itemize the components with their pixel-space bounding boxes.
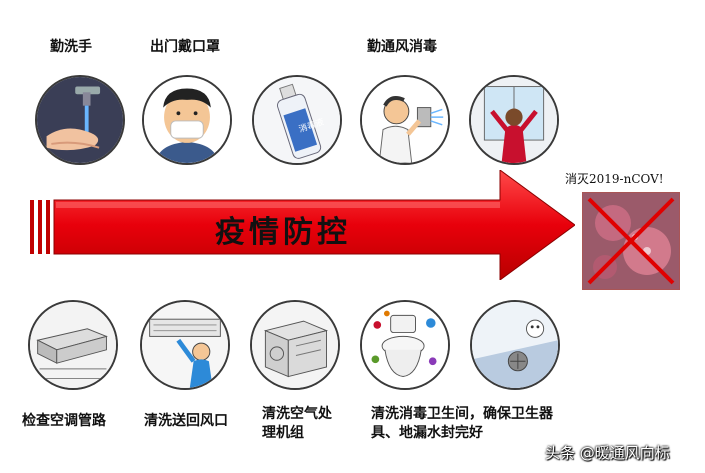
floor-drain-illustration <box>470 300 560 390</box>
label-handwash: 勤洗手 <box>50 39 92 55</box>
label-wear-mask: 出门戴口罩 <box>150 39 220 55</box>
open-window-icon <box>471 77 557 163</box>
watermark: 头条 @暖通风向标 <box>545 444 670 462</box>
ahu-illustration <box>250 300 340 390</box>
vent-cleaning-icon <box>142 302 228 388</box>
air-handling-unit-icon <box>252 302 338 388</box>
doctor-spray-illustration <box>360 75 450 165</box>
label-check-ac-ducts: 检查空调管路 <box>22 413 106 429</box>
handwash-icon <box>37 77 123 163</box>
virus-image <box>582 192 680 290</box>
label-ventilate-disinfect: 勤通风消毒 <box>367 39 437 55</box>
disinfectant-illustration: 消毒液 <box>252 75 342 165</box>
banner-title: 疫情防控 <box>215 215 351 250</box>
ac-duct-icon <box>30 302 116 388</box>
handwash-illustration <box>35 75 125 165</box>
mask-person-icon <box>144 77 230 163</box>
vent-cleaning-illustration <box>140 300 230 390</box>
label-clean-ahu: 清洗空气处理机组 <box>262 406 332 441</box>
disinfectant-bottle-icon: 消毒液 <box>254 77 340 163</box>
mask-illustration <box>142 75 232 165</box>
eliminate-virus-text: 消灭2019-nCOV! <box>565 172 664 186</box>
label-clean-vents: 清洗送回风口 <box>144 413 228 429</box>
toilet-germs-icon <box>362 302 448 388</box>
duct-illustration <box>28 300 118 390</box>
red-arrow <box>30 170 575 280</box>
label-disinfect-toilet: 清洗消毒卫生间，确保卫生器具、地漏水封完好 <box>371 406 553 441</box>
toilet-illustration <box>360 300 450 390</box>
window-ventilation-illustration <box>469 75 559 165</box>
virus-crossed-icon <box>583 193 679 289</box>
floor-drain-icon <box>472 302 558 388</box>
doctor-spray-icon <box>362 77 448 163</box>
